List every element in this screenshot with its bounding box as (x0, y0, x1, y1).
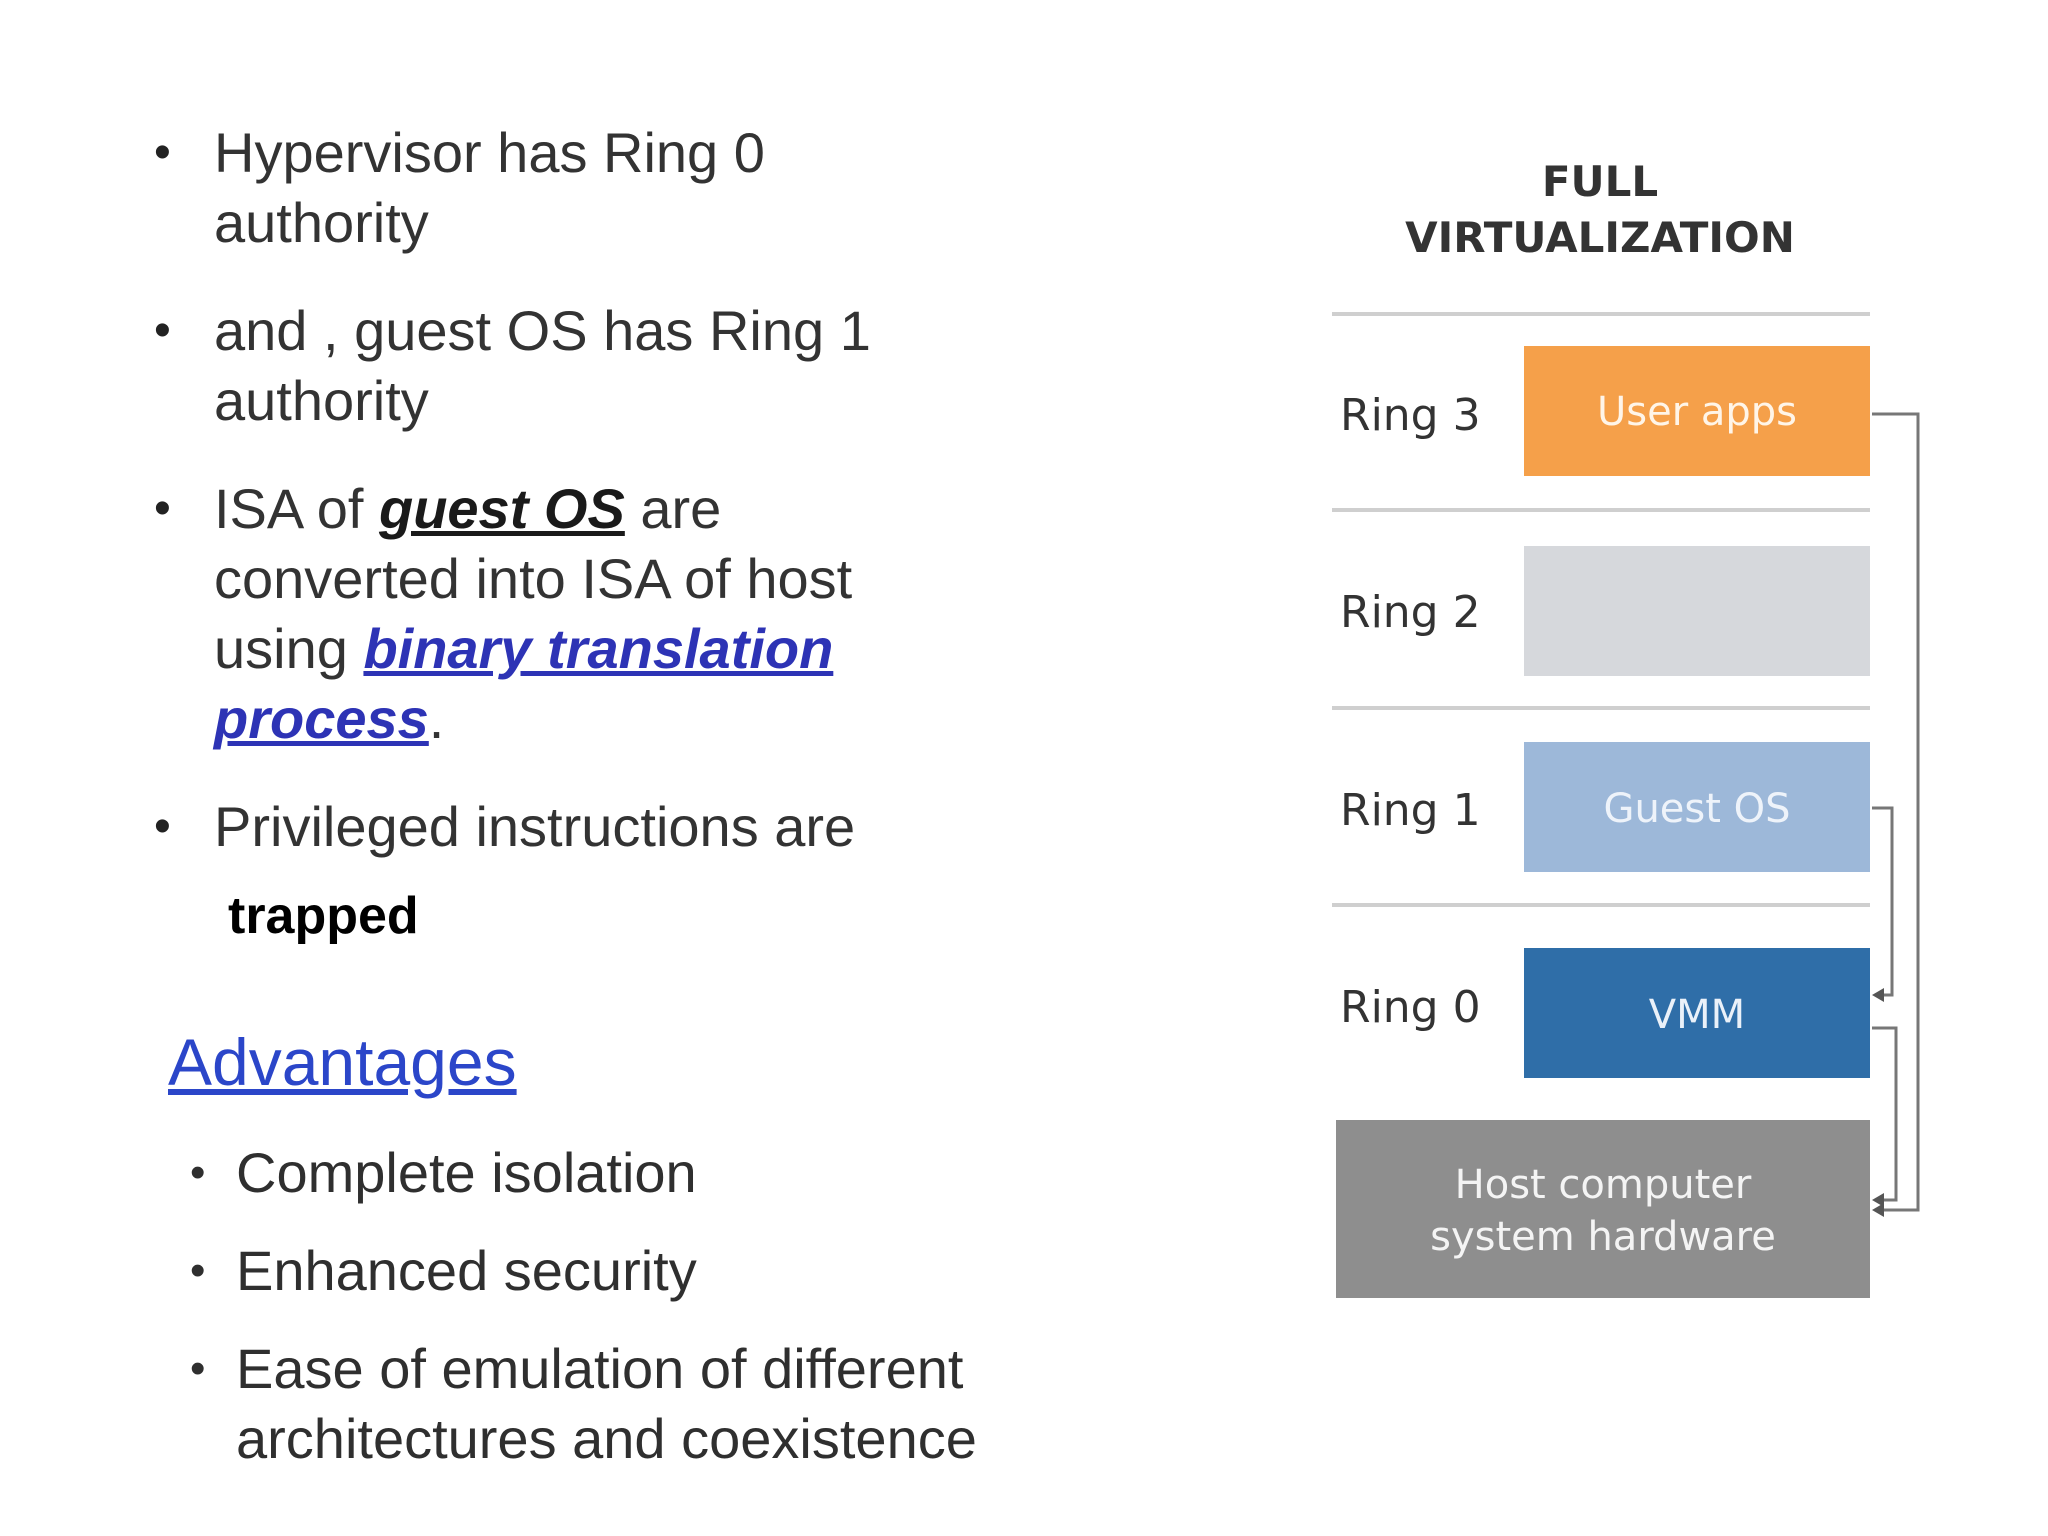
user-apps-label: User apps (1597, 389, 1797, 435)
ring-2-label: Ring 2 (1340, 587, 1481, 638)
vmm-to-hardware-arrow (1872, 1026, 1898, 1202)
guest-os-label: Guest OS (1603, 786, 1790, 832)
advantage-item: Enhanced security (190, 1236, 1290, 1306)
ring-2-box (1524, 546, 1870, 676)
bullet-text: Hypervisor has Ring 0 authority (214, 121, 765, 254)
bullet-list: Hypervisor has Ring 0 authority and , gu… (150, 118, 910, 870)
bullet-privileged: Privileged instructions are (150, 792, 910, 862)
vmm-box (1524, 948, 1870, 1078)
arrowhead (1872, 988, 1884, 1002)
user-apps-box (1524, 346, 1870, 476)
bullet-text: and , guest OS has Ring 1 authority (214, 299, 871, 432)
advantages-list: Complete isolation Enhanced security Eas… (190, 1138, 1290, 1502)
ring-1-label: Ring 1 (1340, 785, 1481, 836)
bullet-text: . (428, 687, 445, 750)
ring-3-label: Ring 3 (1340, 390, 1481, 441)
advantage-item: Complete isolation (190, 1138, 1290, 1208)
bullet-guest-os: and , guest OS has Ring 1 authority (150, 296, 910, 436)
user-apps-to-hardware-arrow (1872, 412, 1920, 1212)
ring-0-label: Ring 0 (1340, 982, 1481, 1033)
binary-translation-link[interactable]: binary translation process (214, 617, 834, 750)
bullet-text: ISA of (214, 477, 379, 540)
guest-os-box (1524, 742, 1870, 872)
host-hardware-line2: system hardware (1430, 1214, 1776, 1260)
arrowhead (1872, 1203, 1884, 1217)
trapped-label: trapped (228, 887, 419, 945)
guest-os-emphasis: guest OS (379, 477, 625, 540)
diagram-title-line2: VIRTUALIZATION (1405, 213, 1795, 262)
advantage-item: Ease of emulation of different architect… (190, 1334, 1290, 1474)
diagram-title-line1: FULL (1542, 157, 1658, 206)
bullet-text: Privileged instructions are (214, 795, 856, 858)
bullet-isa: ISA of guest OS are converted into ISA o… (150, 474, 910, 754)
advantages-heading[interactable]: Advantages (168, 1025, 517, 1099)
guest-os-to-vmm-arrow (1872, 806, 1894, 997)
bullet-hypervisor: Hypervisor has Ring 0 authority (150, 118, 910, 258)
host-hardware-box (1336, 1120, 1870, 1298)
host-hardware-line1: Host computer (1455, 1162, 1752, 1208)
arrowhead (1872, 1193, 1884, 1207)
bullet-text: are converted into ISA of host using (214, 477, 853, 680)
vmm-label: VMM (1649, 992, 1745, 1038)
